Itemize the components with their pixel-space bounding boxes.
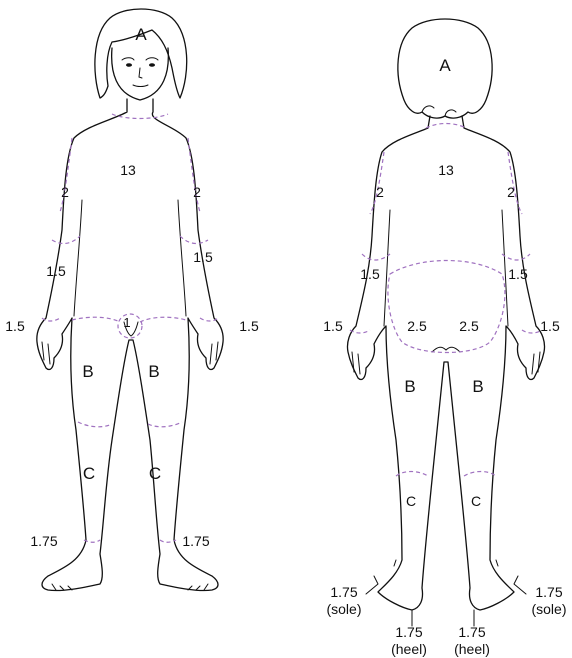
back-sole-left-note: (sole): [326, 601, 361, 617]
front-head-label: A: [135, 25, 147, 44]
back-thigh-left-label: B: [404, 377, 415, 396]
front-hand-left-label: 1.5: [5, 318, 25, 334]
back-sole-right-leader: [514, 576, 526, 594]
back-upper-arm-right-label: 2: [507, 184, 515, 200]
front-upper-arm-left-label: 2: [61, 184, 69, 200]
back-upper-arm-left-label: 2: [376, 184, 384, 200]
back-buttock-right-label: 2.5: [459, 318, 479, 334]
back-sole-left-value: 1.75: [330, 584, 357, 600]
back-thigh-right-label: B: [472, 377, 483, 396]
front-trunk-label: 13: [120, 162, 136, 178]
back-heel-left-note: (heel): [391, 641, 427, 657]
front-leg-right-label: C: [149, 464, 161, 483]
front-hair: [95, 9, 187, 98]
back-heel-left-value: 1.75: [395, 624, 422, 640]
front-leg-left-label: C: [83, 464, 95, 483]
back-buttock-left-label: 2.5: [407, 318, 427, 334]
back-leg-right-label: C: [471, 493, 481, 509]
back-hand-right-label: 1.5: [540, 318, 560, 334]
front-face: [112, 48, 169, 100]
back-head-label: A: [439, 56, 451, 75]
front-figure: [37, 9, 223, 591]
back-hand-left-label: 1.5: [323, 318, 343, 334]
back-sole-right-note: (sole): [531, 601, 566, 617]
front-face-features: [122, 58, 158, 87]
back-trunk-label: 13: [438, 162, 454, 178]
front-hand-right-label: 1.5: [239, 318, 259, 334]
back-forearm-right-label: 1.5: [508, 266, 528, 282]
front-forearm-left-label: 1.5: [46, 263, 66, 279]
front-upper-arm-right-label: 2: [193, 184, 201, 200]
back-leg-left-label: C: [406, 493, 416, 509]
back-forearm-left-label: 1.5: [360, 266, 380, 282]
front-foot-right-label: 1.75: [182, 533, 209, 549]
back-heel-right-value: 1.75: [458, 624, 485, 640]
back-buttock-cleft: [432, 347, 460, 352]
front-genitals-label: 1: [123, 315, 130, 330]
back-sole-left-leader: [366, 576, 378, 594]
back-heel-right-note: (heel): [454, 641, 490, 657]
back-sole-right-value: 1.75: [535, 584, 562, 600]
back-figure: [347, 19, 544, 610]
front-thigh-right-label: B: [148, 362, 159, 381]
front-thigh-left-label: B: [82, 362, 93, 381]
front-foot-left-label: 1.75: [30, 533, 57, 549]
front-forearm-right-label: 1.5: [193, 249, 213, 265]
